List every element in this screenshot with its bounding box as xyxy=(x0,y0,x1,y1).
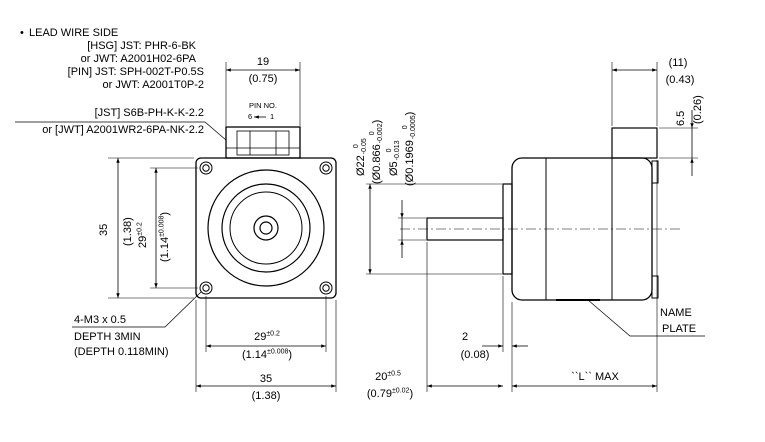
lead-wire-hsg-alt: or JWT: A2001H02-6PA xyxy=(80,53,196,65)
name-plate-line1: NAME xyxy=(660,307,692,319)
pin-no-label: PIN NO. xyxy=(249,101,277,110)
lead-wire-title: LEAD WIRE SIDE xyxy=(29,27,119,39)
connector-jwt: or [JWT] A2001WR2-6PA-NK-2.2 xyxy=(42,124,204,136)
dim-shaft-length: 20±0.5 xyxy=(375,370,401,383)
mount-hole xyxy=(319,281,333,295)
dim-body-height: 35 xyxy=(98,223,110,236)
dim-shaft-diameter-in: (Ø0.19690-0.0005) xyxy=(402,111,417,186)
dim-hole-v-in: (1.14±0.008) xyxy=(158,211,171,262)
name-plate-line2: PLATE xyxy=(662,323,697,335)
dim-length-max: ``L`` MAX xyxy=(571,371,619,383)
dim-lead-height-in: (0.26) xyxy=(692,95,704,124)
pin-no-to: 1 xyxy=(270,112,275,121)
dim-body-width-in: (1.38) xyxy=(251,390,281,402)
dim-connector-width-in: (0.75) xyxy=(248,73,278,85)
dim-hole-h-in: (1.14±0.008) xyxy=(241,348,293,361)
dim-connector-width: 19 xyxy=(256,56,270,68)
dim-lead-height: 6.5 xyxy=(675,110,687,126)
note-depth-in: (DEPTH 0.118MIN) xyxy=(74,346,169,358)
lead-wire-pin-alt: or JWT: A2001T0P-2 xyxy=(102,79,205,91)
lead-wire-hsg: [HSG] JST: PHR-6-BK xyxy=(87,40,196,52)
dim-hole-h: 29±0.2 xyxy=(254,330,280,343)
mount-hole xyxy=(199,281,213,295)
dim-body-height-in: (1.38) xyxy=(122,217,134,246)
note-depth: DEPTH 3MIN xyxy=(74,331,141,343)
dim-hole-v: 29±0.2 xyxy=(136,222,149,248)
dim-pilot-depth: 2 xyxy=(461,331,469,343)
mount-hole xyxy=(319,161,333,175)
dim-lead-length: (11) xyxy=(668,57,688,69)
dim-shaft-length-in: (0.79±0.02) xyxy=(366,387,414,400)
motor-flange xyxy=(195,157,337,299)
note-screw: 4-M3 x 0.5 xyxy=(74,314,126,326)
front-view xyxy=(195,126,337,299)
shaft-end xyxy=(259,221,273,235)
dim-shaft-diameter: Ø50-0.013 xyxy=(386,140,401,176)
lead-wire-bullet: • xyxy=(20,27,24,39)
dim-lead-length-in: (0.43) xyxy=(665,74,695,86)
lead-connector xyxy=(611,127,658,159)
dim-pilot-diameter-in: (Ø0.8660-0.002) xyxy=(369,119,384,184)
lead-wire-pin: [PIN] JST: SPH-002T-P0.5S xyxy=(67,66,204,78)
dim-body-width: 35 xyxy=(259,373,273,385)
mount-hole xyxy=(199,161,213,175)
dim-pilot-diameter: Ø220-0.05 xyxy=(353,138,368,176)
connector-jst: [JST] S6B-PH-K-K-2.2 xyxy=(94,107,204,119)
pin-no-from: 6 xyxy=(248,112,253,121)
dim-pilot-depth-in: (0.08) xyxy=(460,349,490,361)
